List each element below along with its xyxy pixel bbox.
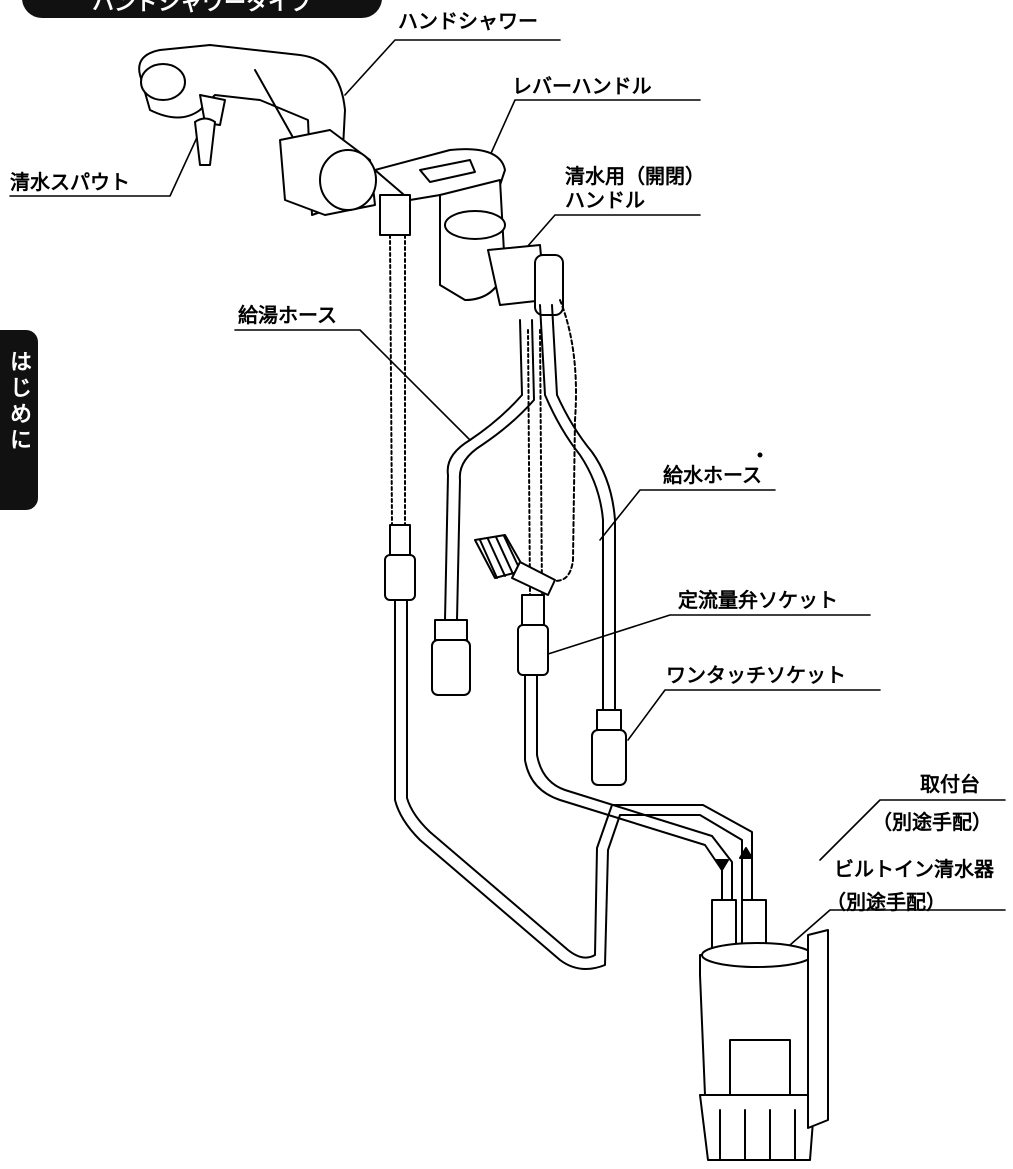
faucet-body <box>439 179 506 301</box>
label-clean-water-handle-line1: 清水用（開閉） <box>565 164 705 188</box>
label-constant-flow-valve-socket: 定流量弁ソケット <box>678 588 838 612</box>
shower-hose-dashed <box>389 234 406 526</box>
chapter-side-tab: はじめに <box>0 330 38 510</box>
cold-water-hose <box>539 304 604 711</box>
label-lever-handle: レバーハンドル <box>512 74 652 98</box>
shower-base-body <box>279 129 377 216</box>
section-header-title: ハンドシャワータイプ <box>91 0 312 16</box>
shower-hose-socket <box>384 524 416 601</box>
label-builtin-purifier-note: （別途手配） <box>826 890 946 914</box>
chapter-side-tab-label: はじめに <box>6 350 31 454</box>
shower-connector <box>379 194 411 236</box>
mounting-base <box>807 929 829 1129</box>
label-hand-shower: ハンドシャワー <box>398 9 538 33</box>
label-mounting-base: 取付台 <box>920 772 980 796</box>
constant-flow-valve-socket <box>517 594 549 676</box>
clean-water-handle <box>487 244 564 316</box>
flow-arrow-up <box>739 847 753 859</box>
label-one-touch-socket: ワンタッチソケット <box>666 663 846 687</box>
valve-to-purifier-hose <box>524 674 723 901</box>
speck <box>757 452 763 458</box>
hot-water-hose <box>444 319 523 621</box>
label-clean-water-handle-line2: ハンドル <box>565 188 645 212</box>
one-touch-socket <box>591 709 627 786</box>
label-hot-water-hose: 給湯ホース <box>238 303 337 327</box>
shower-return-hose <box>394 599 743 970</box>
spout-to-purifier-hose <box>549 299 577 582</box>
label-clean-water-spout: 清水スパウト <box>10 170 130 194</box>
clean-water-spout <box>194 117 216 166</box>
flow-arrow-down <box>715 859 729 871</box>
label-mounting-base-note: （別途手配） <box>872 810 992 834</box>
label-cold-water-hose: 給水ホース <box>663 463 762 487</box>
coil-spring-valve <box>474 534 556 596</box>
label-builtin-purifier: ビルトイン清水器 <box>834 857 994 881</box>
section-header-badge: ハンドシャワータイプ <box>22 0 382 18</box>
leader-lines <box>9 39 1006 946</box>
hot-water-hose-socket <box>431 619 471 696</box>
